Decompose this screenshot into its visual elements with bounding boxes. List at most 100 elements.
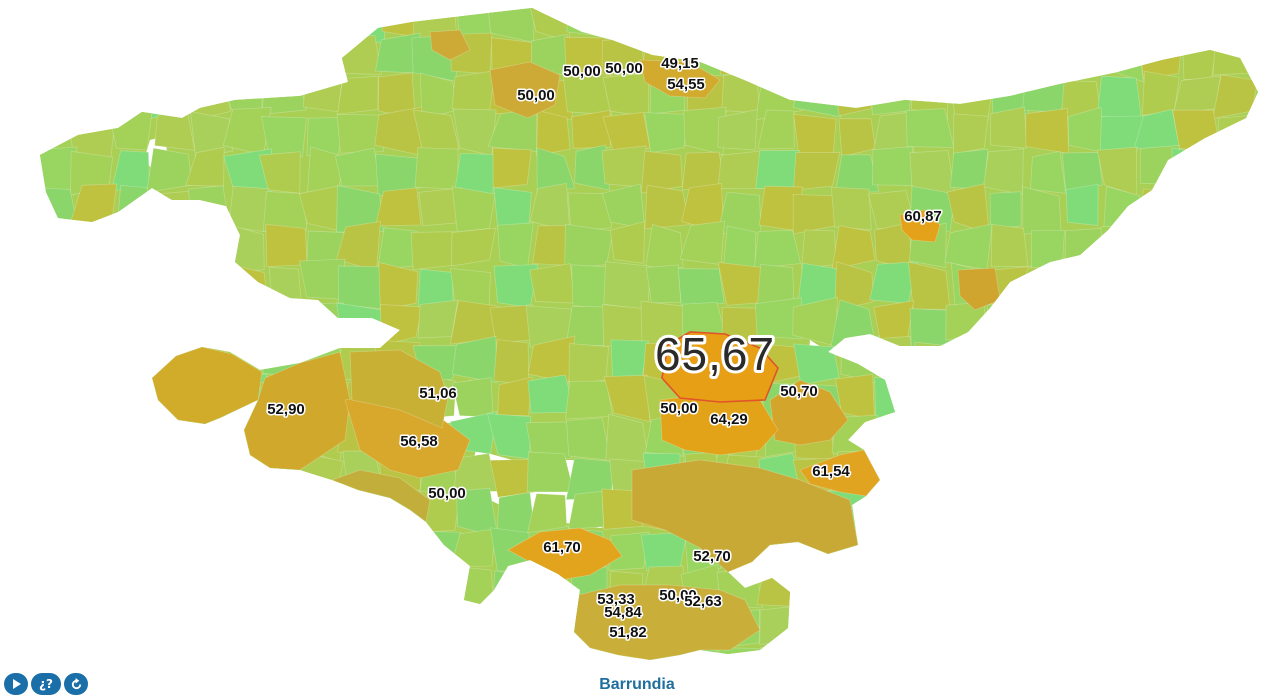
municipality[interactable] bbox=[536, 109, 571, 157]
municipality[interactable] bbox=[110, 36, 157, 82]
municipality[interactable] bbox=[265, 223, 308, 267]
municipality[interactable] bbox=[71, 71, 116, 117]
municipality[interactable] bbox=[1100, 1, 1140, 40]
municipality[interactable] bbox=[189, 564, 229, 611]
municipality[interactable] bbox=[34, 300, 78, 347]
municipality[interactable] bbox=[867, 641, 909, 685]
municipality[interactable] bbox=[34, 526, 79, 576]
municipality[interactable] bbox=[489, 458, 538, 498]
municipality[interactable] bbox=[873, 300, 915, 341]
municipality[interactable] bbox=[150, 223, 193, 262]
municipality[interactable] bbox=[493, 339, 530, 385]
municipality[interactable] bbox=[944, 489, 992, 537]
municipality[interactable] bbox=[1209, 489, 1254, 529]
municipality[interactable] bbox=[1209, 688, 1252, 700]
municipality[interactable] bbox=[983, 341, 1031, 382]
municipality[interactable] bbox=[146, 77, 196, 120]
municipality[interactable] bbox=[1135, 223, 1182, 268]
municipality[interactable] bbox=[451, 186, 496, 233]
municipality[interactable] bbox=[1208, 410, 1257, 455]
municipality[interactable] bbox=[492, 147, 532, 189]
municipality[interactable] bbox=[187, 298, 226, 339]
municipality[interactable] bbox=[944, 0, 994, 39]
municipality[interactable] bbox=[1058, 304, 1105, 344]
municipality[interactable] bbox=[0, 33, 44, 78]
municipality[interactable] bbox=[1060, 335, 1101, 385]
municipality[interactable] bbox=[497, 222, 534, 269]
municipality[interactable] bbox=[338, 604, 382, 644]
municipality[interactable] bbox=[602, 111, 651, 151]
help-button[interactable]: ¿? bbox=[31, 673, 61, 695]
municipality[interactable] bbox=[1251, 609, 1266, 649]
municipality[interactable] bbox=[1174, 646, 1219, 690]
municipality[interactable] bbox=[1098, 528, 1144, 571]
municipality[interactable] bbox=[148, 527, 193, 575]
municipality[interactable] bbox=[336, 113, 385, 154]
municipality[interactable] bbox=[871, 453, 915, 496]
municipality[interactable] bbox=[795, 31, 834, 83]
municipality[interactable] bbox=[77, 33, 114, 82]
municipality[interactable] bbox=[0, 414, 38, 455]
municipality[interactable] bbox=[1180, 451, 1219, 499]
municipality[interactable] bbox=[189, 32, 227, 77]
municipality[interactable] bbox=[186, 490, 230, 535]
municipality[interactable] bbox=[757, 678, 801, 700]
municipality[interactable] bbox=[74, 270, 119, 312]
municipality[interactable] bbox=[268, 266, 302, 308]
municipality[interactable] bbox=[298, 493, 341, 537]
municipality[interactable] bbox=[1100, 223, 1145, 270]
municipality[interactable] bbox=[983, 455, 1030, 499]
municipality[interactable] bbox=[568, 343, 610, 386]
municipality[interactable] bbox=[111, 609, 158, 652]
municipality[interactable] bbox=[338, 4, 387, 43]
municipality[interactable] bbox=[754, 297, 802, 340]
municipality[interactable] bbox=[1134, 259, 1180, 300]
municipality[interactable] bbox=[984, 606, 1031, 651]
municipality[interactable] bbox=[793, 113, 837, 158]
municipality[interactable] bbox=[1025, 527, 1069, 575]
municipality[interactable] bbox=[1252, 150, 1266, 190]
municipality-north-west[interactable] bbox=[429, 29, 471, 61]
municipality[interactable] bbox=[36, 225, 79, 265]
municipality[interactable] bbox=[115, 299, 156, 350]
municipality[interactable] bbox=[831, 566, 874, 608]
municipality[interactable] bbox=[298, 30, 349, 80]
municipality-60-87[interactable] bbox=[899, 209, 941, 243]
municipality[interactable] bbox=[267, 31, 304, 79]
municipality[interactable] bbox=[0, 454, 42, 498]
municipality[interactable] bbox=[337, 265, 384, 310]
municipality[interactable] bbox=[947, 526, 990, 571]
municipality[interactable] bbox=[953, 113, 989, 155]
municipality[interactable] bbox=[1176, 0, 1221, 44]
municipality[interactable] bbox=[146, 265, 194, 310]
municipality[interactable] bbox=[1134, 488, 1178, 537]
municipality[interactable] bbox=[185, 146, 225, 187]
municipality[interactable] bbox=[109, 566, 153, 611]
municipality[interactable] bbox=[644, 112, 689, 153]
municipality[interactable] bbox=[415, 641, 458, 686]
municipality[interactable] bbox=[258, 151, 301, 194]
municipality[interactable] bbox=[1064, 640, 1108, 688]
municipality[interactable] bbox=[1064, 496, 1107, 535]
municipality[interactable] bbox=[72, 568, 119, 613]
municipality[interactable] bbox=[111, 340, 155, 388]
municipality[interactable] bbox=[986, 304, 1031, 345]
municipality[interactable] bbox=[908, 32, 948, 84]
municipality[interactable] bbox=[1056, 382, 1106, 424]
municipality[interactable] bbox=[1133, 528, 1182, 572]
municipality[interactable] bbox=[872, 411, 917, 459]
municipality[interactable] bbox=[867, 30, 917, 71]
municipality[interactable] bbox=[1259, 381, 1266, 419]
municipality[interactable] bbox=[1099, 452, 1142, 493]
municipality[interactable] bbox=[76, 492, 120, 532]
municipality[interactable] bbox=[872, 146, 914, 186]
municipality[interactable] bbox=[1255, 487, 1266, 538]
municipality[interactable] bbox=[609, 221, 646, 264]
municipality[interactable] bbox=[643, 0, 688, 42]
municipality[interactable] bbox=[487, 607, 536, 654]
municipality[interactable] bbox=[754, 38, 800, 81]
municipality[interactable] bbox=[1096, 265, 1143, 311]
municipality[interactable] bbox=[146, 0, 191, 46]
municipality[interactable] bbox=[949, 452, 988, 500]
municipality[interactable] bbox=[983, 378, 1025, 419]
